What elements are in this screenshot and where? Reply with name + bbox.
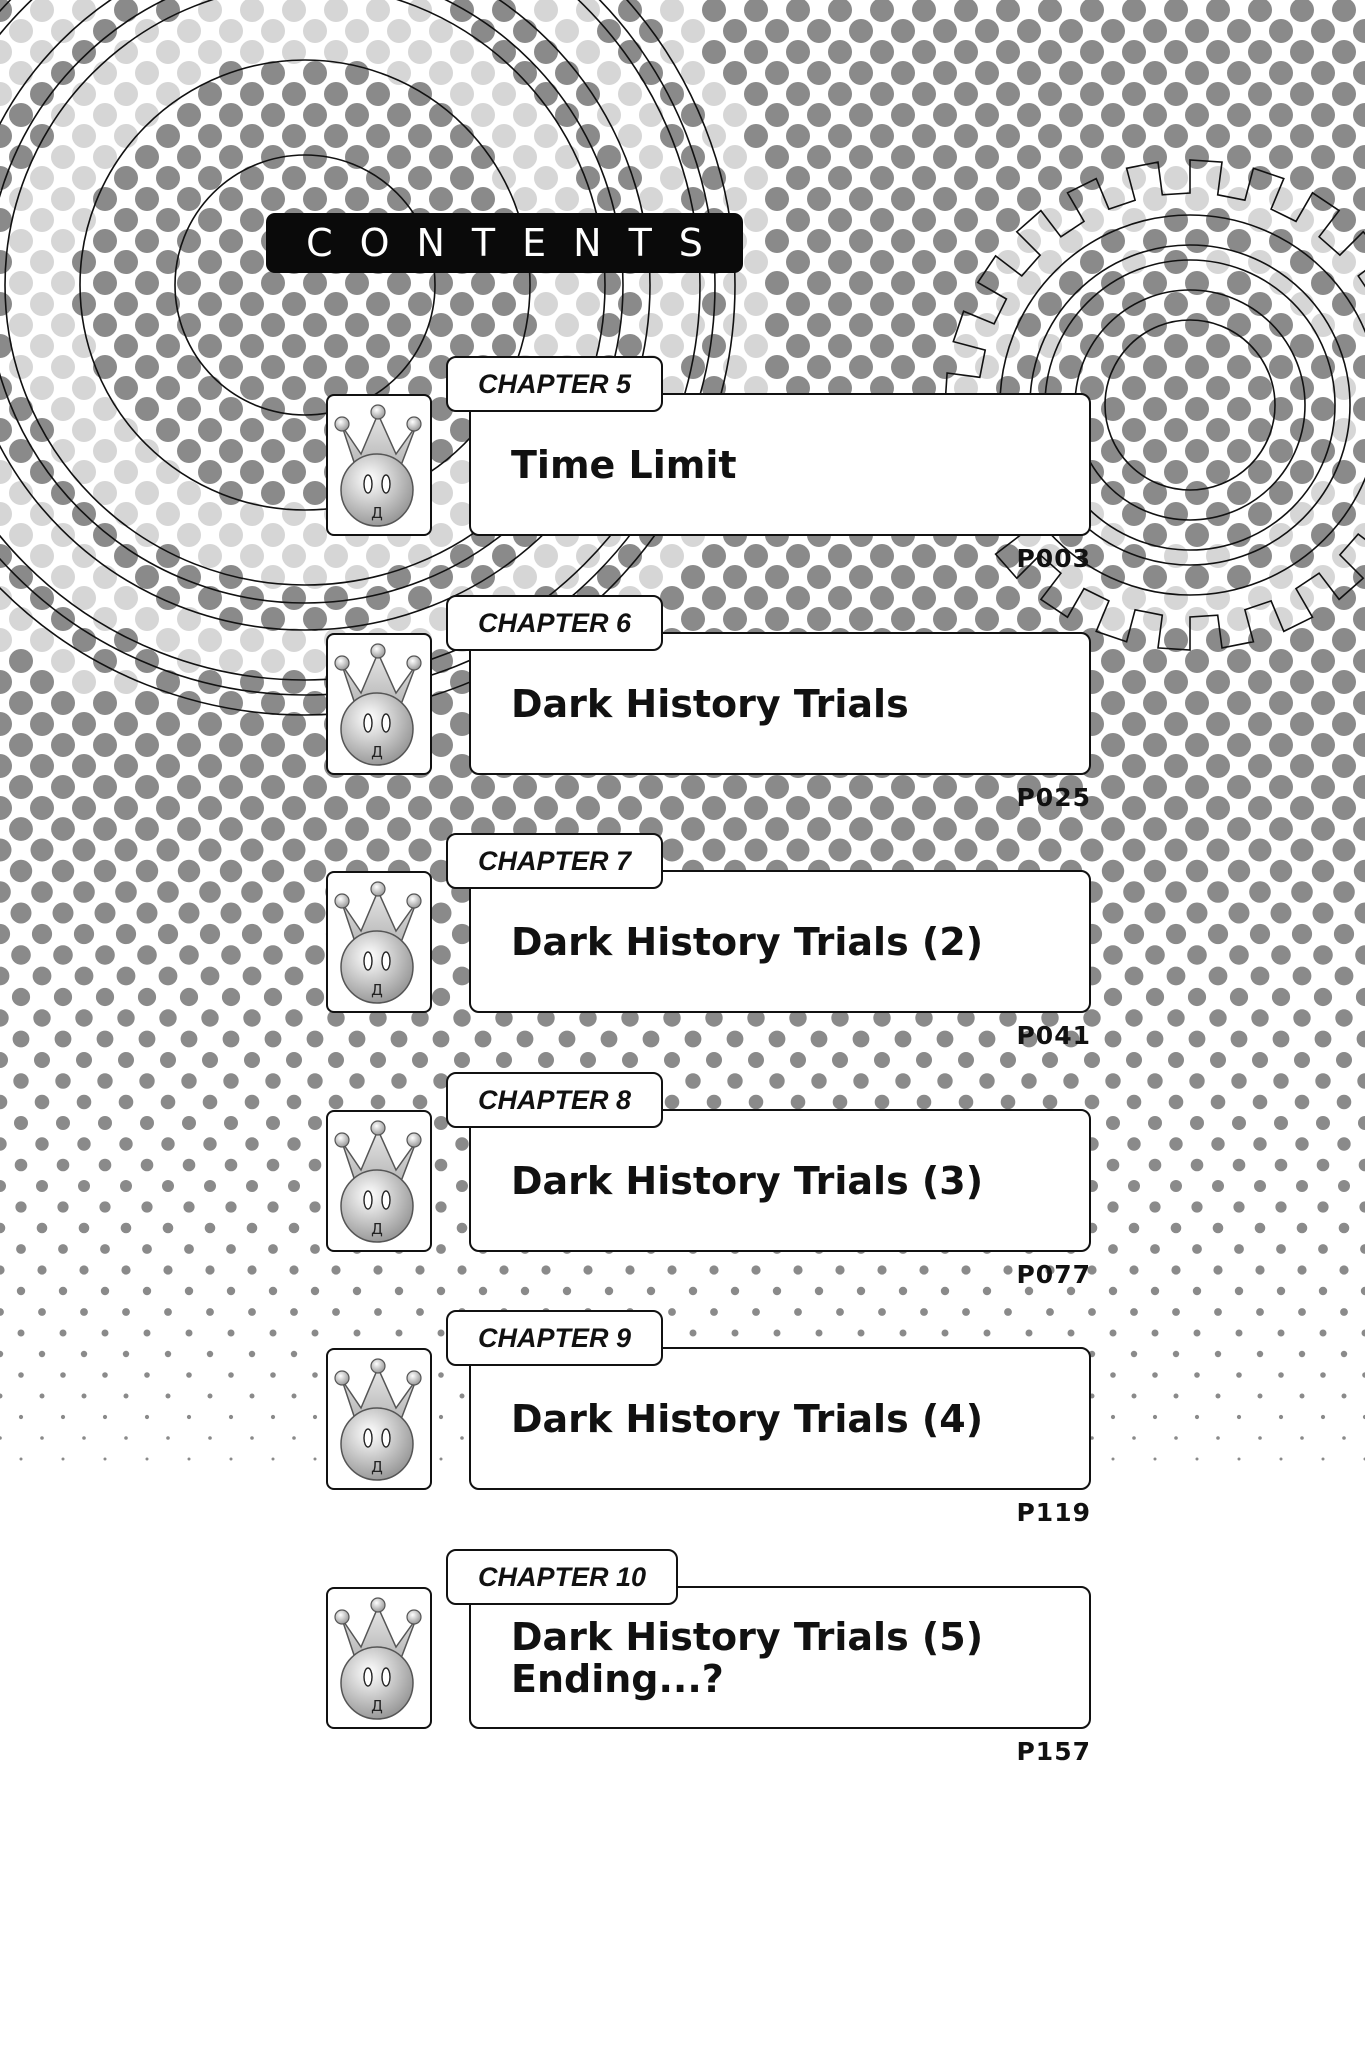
contents-title: CONTENTS [306,221,730,265]
chapter-label: CHAPTER 10 [478,1561,647,1592]
chapter-title-box: Dark History Trials (4) [469,1347,1091,1490]
concentric-circles-left [0,0,736,716]
chapter-label-tab: CHAPTER 8 [446,1072,664,1128]
page-number: P003 [1016,544,1091,573]
chapter-title: Dark History Trials (4) [511,1396,984,1441]
chapter-title-box: Dark History Trials (2) [469,870,1091,1013]
crown-face-icon: Д [326,633,432,775]
mouth-glyph: Д [371,1458,383,1476]
mouth-glyph: Д [371,981,383,999]
chapter-title: Dark History Trials (3) [511,1158,984,1203]
toc-entry[interactable]: Д Dark History Trials (2) CHAPTER 7 P041 [326,833,1091,1055]
chapter-label-tab: CHAPTER 6 [446,595,664,651]
chapter-label: CHAPTER 9 [478,1322,632,1353]
mouth-glyph: Д [371,743,383,761]
chapter-title-box: Dark History Trials (3) [469,1109,1091,1252]
chapter-label-tab: CHAPTER 10 [446,1549,679,1605]
mouth-glyph: Д [371,1220,383,1238]
toc-entry[interactable]: Д Time Limit CHAPTER 5 P003 [326,356,1091,578]
chapter-label: CHAPTER 5 [478,368,632,399]
mouth-glyph: Д [371,1697,383,1715]
chapter-label-tab: CHAPTER 9 [446,1310,664,1366]
page-number: P041 [1016,1021,1091,1050]
chapter-title: Dark History Trials [511,681,909,726]
toc-entry[interactable]: Д Dark History Trials (5) Ending...? CHA… [326,1549,1091,1771]
toc-entry[interactable]: Д Dark History Trials CHAPTER 6 P025 [326,595,1091,817]
chapter-title-box: Dark History Trials [469,632,1091,775]
crown-face-icon: Д [326,1348,432,1490]
crown-face-icon: Д [326,1587,432,1729]
crown-face-icon: Д [326,394,432,536]
chapter-label-tab: CHAPTER 5 [446,356,664,412]
mouth-glyph: Д [371,504,383,522]
chapter-label: CHAPTER 8 [478,1084,632,1115]
toc-entry[interactable]: Д Dark History Trials (3) CHAPTER 8 P077 [326,1072,1091,1294]
contents-header: CONTENTS [266,213,743,273]
chapter-label: CHAPTER 6 [478,607,632,638]
page-number: P119 [1016,1498,1091,1527]
chapter-label-tab: CHAPTER 7 [446,833,664,889]
chapter-label: CHAPTER 7 [478,845,632,876]
chapter-title: Dark History Trials (2) [511,919,984,964]
chapter-title: Dark History Trials (5) Ending...? [511,1614,984,1701]
chapter-title-box: Dark History Trials (5) Ending...? [469,1586,1091,1729]
chapter-title: Time Limit [511,442,737,487]
page-number: P157 [1016,1737,1091,1766]
chapter-title-box: Time Limit [469,393,1091,536]
page-number: P077 [1016,1260,1091,1289]
crown-face-icon: Д [326,871,432,1013]
page-number: P025 [1016,783,1091,812]
toc-entry[interactable]: Д Dark History Trials (4) CHAPTER 9 P119 [326,1310,1091,1532]
crown-face-icon: Д [326,1110,432,1252]
